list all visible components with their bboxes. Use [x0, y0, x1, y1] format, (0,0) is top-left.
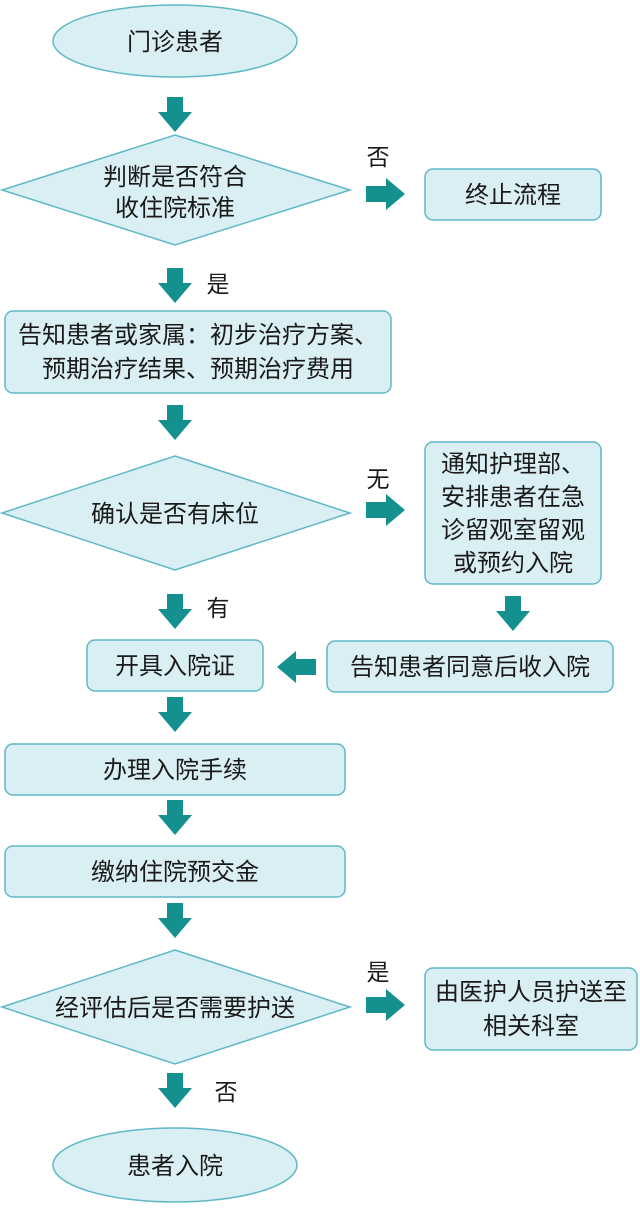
escort-label-line1: 由医护人员护送至	[435, 978, 627, 1006]
escort-label-line2: 相关科室	[483, 1012, 579, 1040]
terminate-node-label: 终止流程	[465, 181, 561, 209]
escort-decision-label: 经评估后是否需要护送	[55, 994, 295, 1022]
criteria-yes-label: 是	[207, 272, 230, 298]
bed-decision-node	[0, 455, 353, 571]
notify-nursing-label-line4: 或预约入院	[453, 549, 573, 577]
arrow-right-icon	[366, 494, 405, 526]
escort-decision-node	[0, 949, 353, 1065]
arrow-down-icon	[158, 697, 192, 732]
patient-agree-label: 告知患者同意后收入院	[350, 653, 590, 681]
issue-certificate-node	[86, 639, 264, 692]
arrow-down-icon	[158, 903, 192, 938]
escort-no-label: 否	[215, 1080, 238, 1106]
arrow-left-icon	[277, 651, 316, 683]
inform-family-label-line1: 告知患者或家属：初步治疗方案、	[18, 321, 378, 349]
inform-family-node	[4, 310, 392, 394]
arrow-down-icon	[158, 594, 192, 629]
deposit-label: 缴纳住院预交金	[91, 858, 259, 886]
arrow-right-icon	[366, 989, 405, 1021]
arrow-right-icon	[366, 178, 405, 210]
admission-procedures-label: 办理入院手续	[103, 756, 247, 784]
criteria-decision-label-line2: 收住院标准	[115, 194, 235, 222]
inform-family-label-line2: 预期治疗结果、预期治疗费用	[42, 355, 354, 383]
criteria-no-label: 否	[367, 145, 390, 171]
issue-certificate-label: 开具入院证	[115, 652, 235, 680]
notify-nursing-label-line3: 诊留观室留观	[441, 516, 585, 544]
end-node-label: 患者入院	[127, 1152, 223, 1180]
arrow-down-icon	[158, 1073, 192, 1108]
escort-node	[424, 967, 638, 1051]
criteria-decision-node	[0, 134, 353, 246]
arrow-down-icon	[158, 405, 192, 440]
terminate-node	[424, 168, 602, 221]
notify-nursing-node	[424, 441, 602, 585]
bed-decision-label: 确认是否有床位	[91, 500, 259, 528]
escort-yes-label: 是	[367, 960, 390, 986]
start-node-label: 门诊患者	[127, 28, 223, 56]
arrow-down-icon	[158, 800, 192, 835]
bed-none-label: 无	[367, 467, 390, 493]
start-node	[52, 4, 298, 78]
arrow-down-icon	[496, 596, 530, 631]
bed-have-label: 有	[207, 596, 230, 622]
arrow-down-icon	[158, 97, 192, 132]
deposit-node	[4, 845, 346, 898]
admission-procedures-node	[4, 743, 346, 796]
end-node	[52, 1127, 298, 1203]
notify-nursing-label-line1: 通知护理部、	[441, 450, 585, 478]
patient-agree-node	[326, 640, 614, 693]
notify-nursing-label-line2: 安排患者在急	[441, 483, 585, 511]
criteria-decision-label-line1: 判断是否符合	[103, 163, 247, 191]
arrow-down-icon	[158, 268, 192, 303]
